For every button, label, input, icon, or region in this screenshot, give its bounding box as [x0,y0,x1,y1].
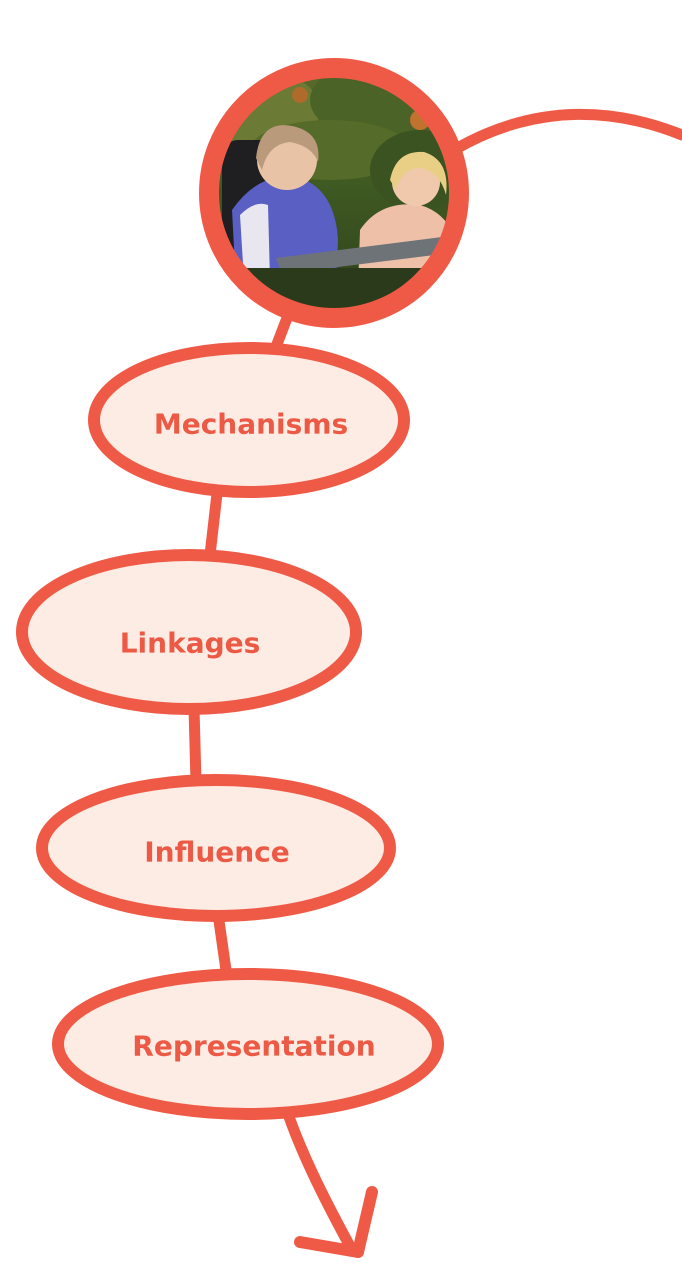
node-label-mechanisms: Mechanisms [153,407,349,441]
node-mechanisms [88,342,410,498]
node-label-linkages: Linkages [119,626,261,660]
connector-linkages-influence [188,702,202,788]
photo-circle [199,58,469,328]
connector-representation-arrow [280,1102,358,1256]
connector-influence-representation [212,908,232,976]
node-label-influence: Influence [144,835,290,869]
node-label-representation: Representation [132,1029,376,1063]
arrow-down-icon [294,1186,378,1258]
node-representation [52,968,444,1120]
connector-mechanisms-linkages [204,479,224,561]
node-linkages [16,549,362,715]
photo-child-and-woman-icon [214,73,454,313]
node-influence [36,774,396,922]
connector-curve-right [448,108,682,156]
